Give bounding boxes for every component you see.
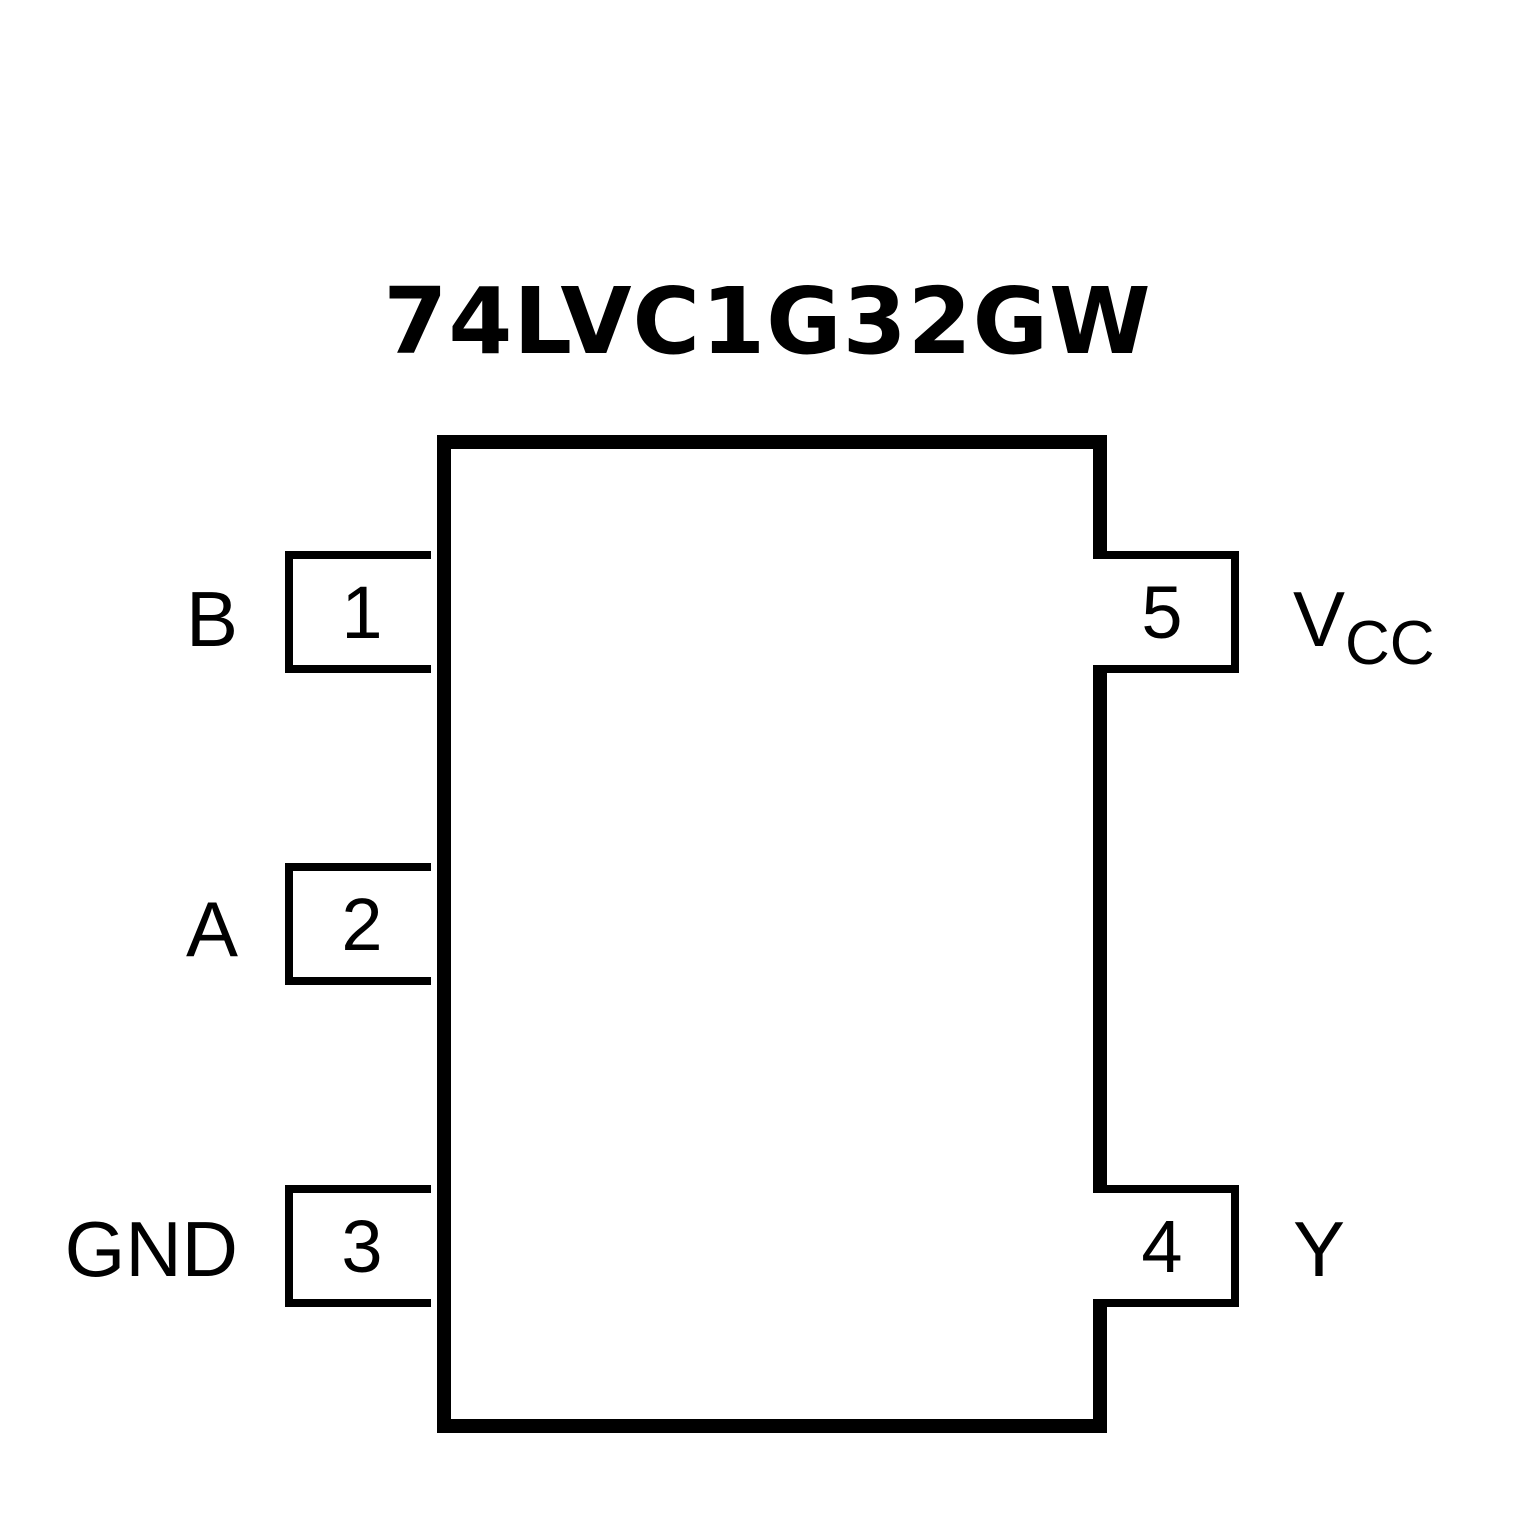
- pin-3-number: 3: [341, 1204, 383, 1288]
- pin-3-box: 3: [285, 1185, 431, 1307]
- pin-2-box: 2: [285, 863, 431, 985]
- pin-3-label: GND: [64, 1205, 238, 1293]
- chip-part-number: 74LVC1G32GW: [383, 268, 1152, 375]
- pin-1-number: 1: [341, 570, 383, 654]
- pin-4-number: 4: [1141, 1204, 1183, 1288]
- pin-4-label-main: Y: [1293, 1205, 1346, 1293]
- pin-1-box: 1: [285, 551, 431, 673]
- pin-5-label-subscript: CC: [1345, 609, 1435, 678]
- pin-4-label: Y: [1293, 1210, 1345, 1288]
- pin-5-label-main: V: [1293, 575, 1346, 663]
- pin-2-number: 2: [341, 882, 383, 966]
- ic-package-body: [437, 435, 1107, 1433]
- pin-5-box: 5: [1093, 551, 1239, 673]
- pin-5-number: 5: [1141, 570, 1183, 654]
- pin-2-label: A: [185, 885, 238, 973]
- pin-1-label: B: [185, 575, 238, 663]
- pin-4-box: 4: [1093, 1185, 1239, 1307]
- pin-5-label: VCC: [1293, 580, 1435, 675]
